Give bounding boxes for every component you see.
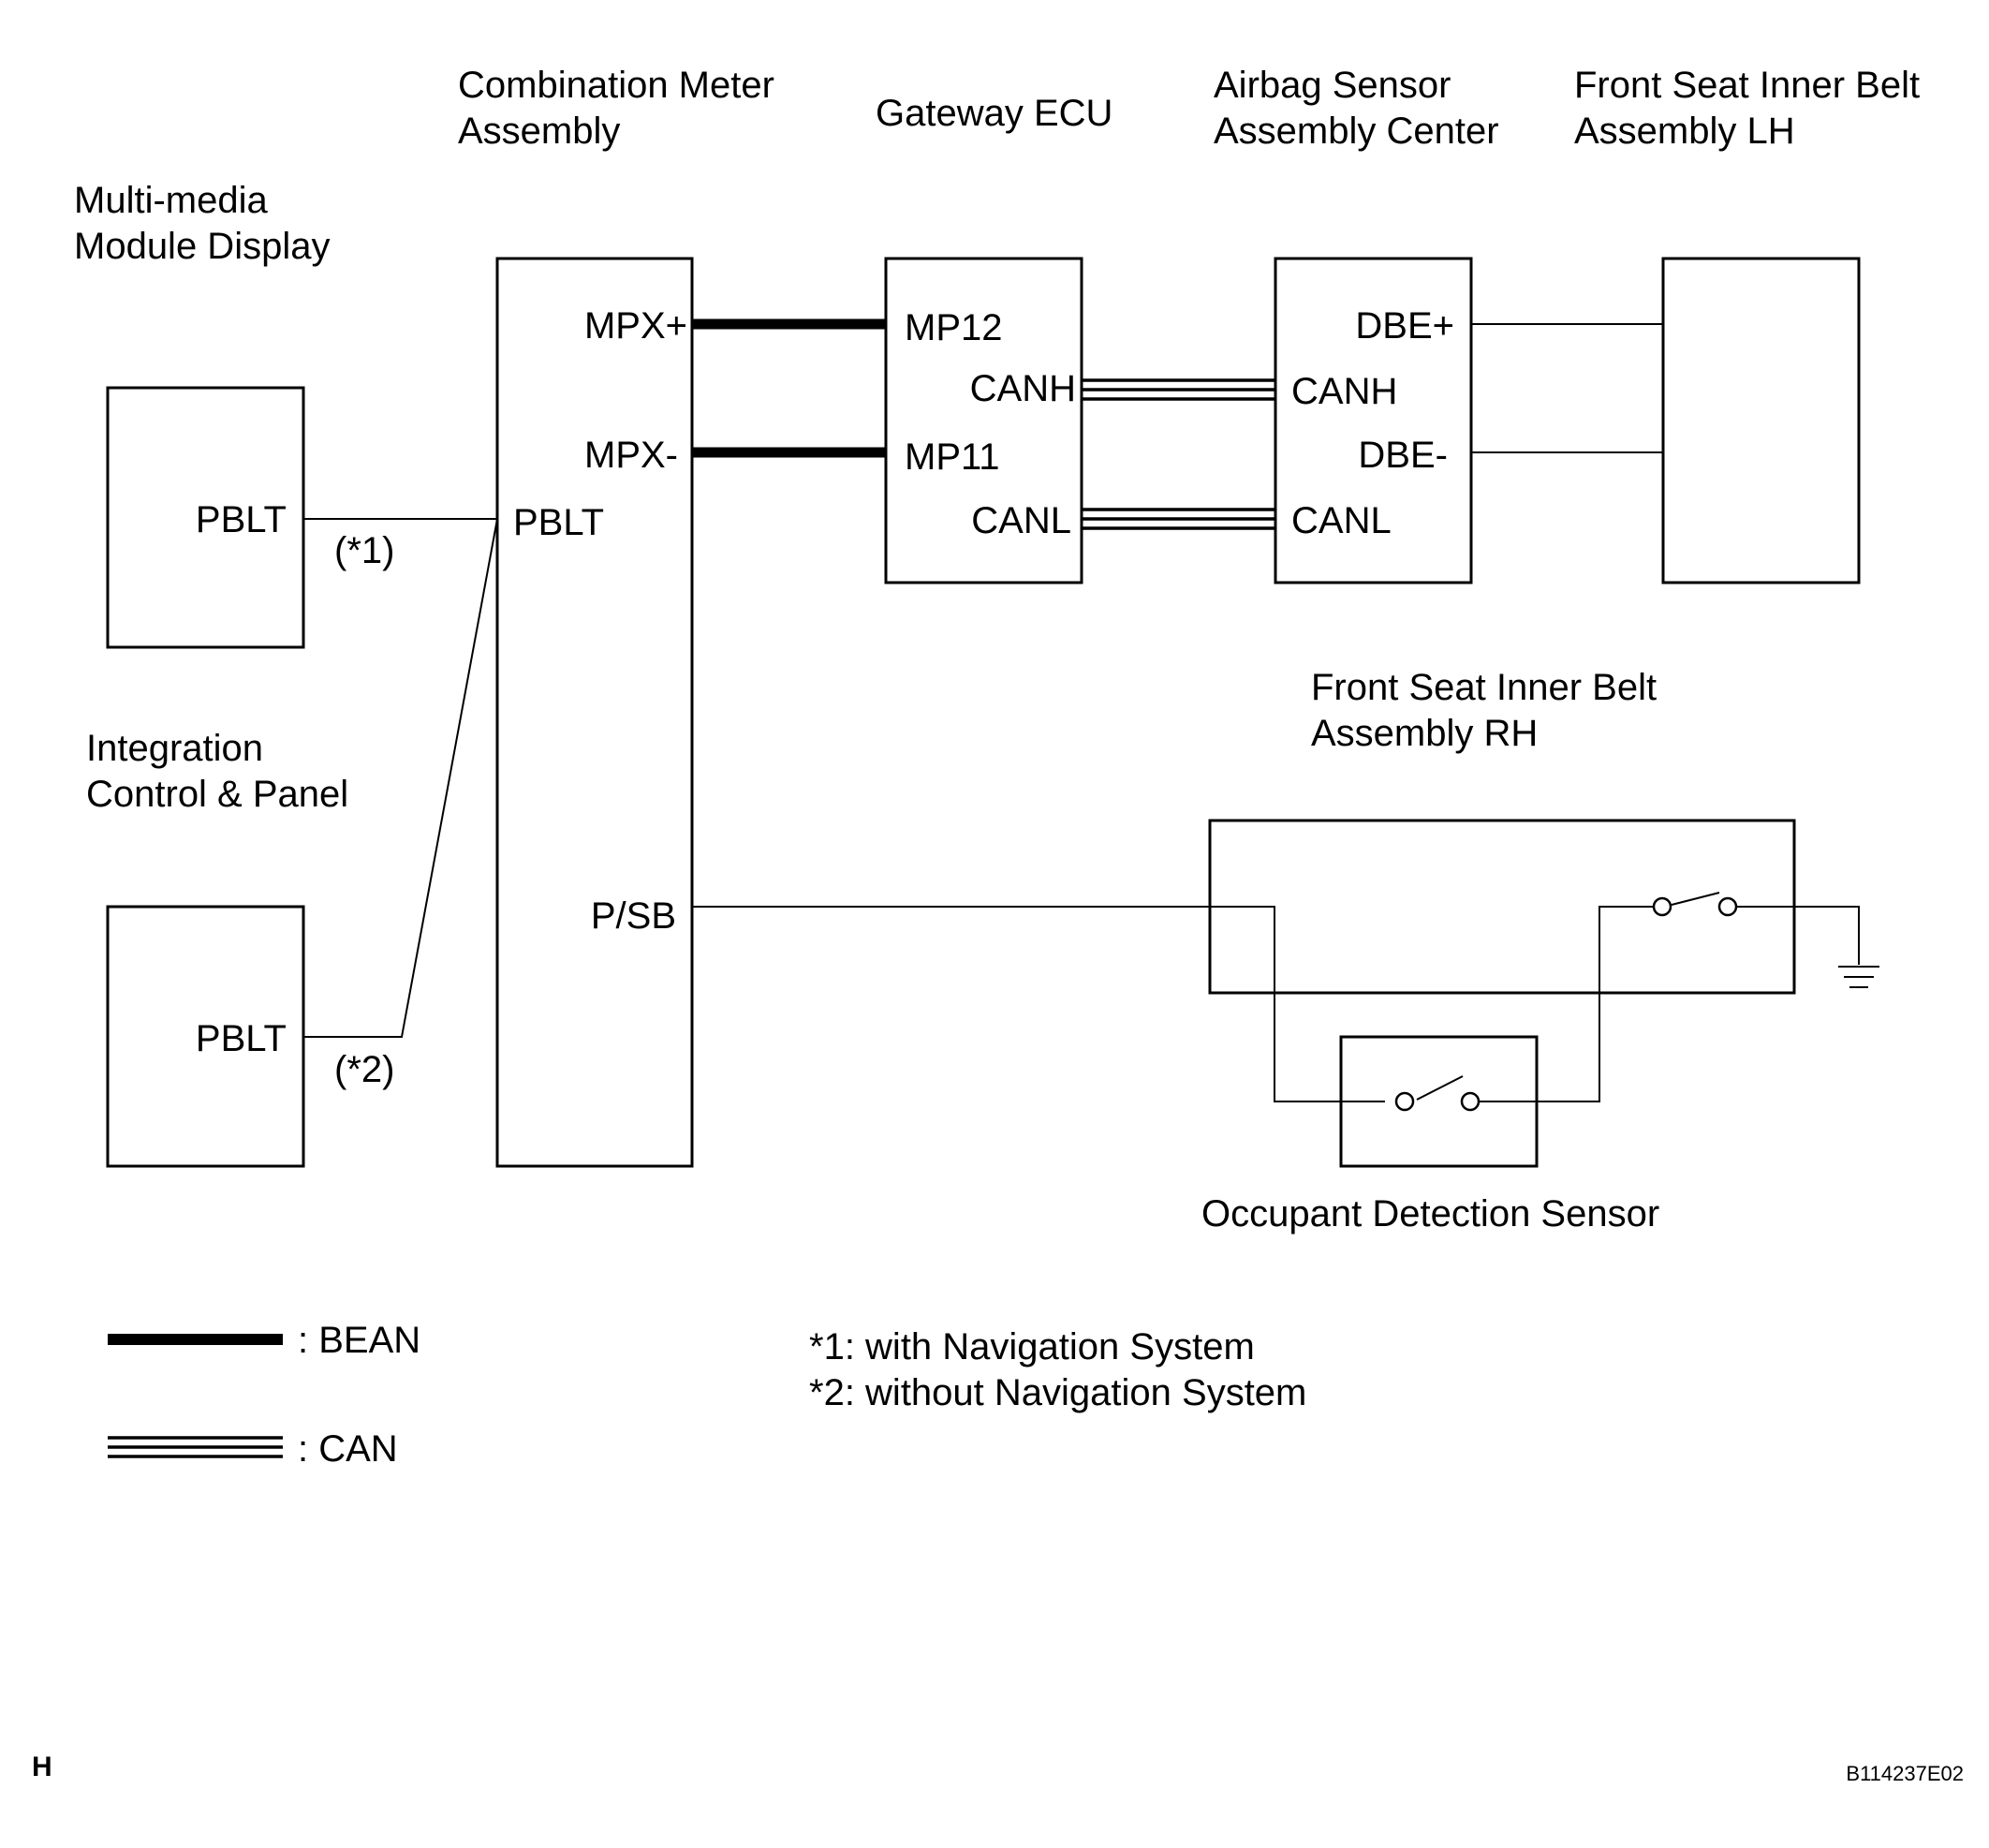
- figure-id: B114237E02: [1846, 1762, 1964, 1785]
- legend-can-label: : CAN: [298, 1428, 398, 1470]
- belt-rh-title: Front Seat Inner Belt Assembly RH: [1311, 667, 1657, 754]
- ground-wire: [1736, 906, 1860, 965]
- occupant-switch-terminal-right: [1460, 1091, 1481, 1112]
- wire-note-1: (*1): [334, 530, 394, 571]
- footnote-2: *2: without Navigation System: [809, 1372, 1306, 1413]
- airbag-sensor-title-line-2: Assembly Center: [1214, 111, 1499, 152]
- occupant-switch-blade: [1416, 1075, 1464, 1101]
- gateway-ecu-box: [884, 257, 1083, 584]
- footnote-1: *1: with Navigation System: [809, 1326, 1255, 1368]
- gateway-mp12-pin: MP12: [905, 307, 1003, 348]
- multimedia-display-title: Multi-media Module Display: [74, 180, 330, 267]
- combination-meter-title-line-1: Combination Meter: [458, 65, 774, 106]
- legend-bean-label: : BEAN: [298, 1320, 420, 1361]
- occupant-switch-terminal-left: [1394, 1091, 1415, 1112]
- integration-panel-title: Integration Control & Panel: [86, 728, 348, 815]
- belt-rh-title-line-2: Assembly RH: [1311, 713, 1538, 754]
- corner-mark: H: [32, 1752, 52, 1782]
- occupant-to-belt-switch-wire: [1479, 906, 1654, 1102]
- belt-rh-box: [1208, 819, 1796, 995]
- legend-can-swatch: [108, 1436, 283, 1458]
- wire-note-2: (*2): [334, 1049, 394, 1090]
- airbag-dbe-plus-pin: DBE+: [1355, 305, 1454, 347]
- belt-lh-title: Front Seat Inner Belt Assembly LH: [1574, 65, 1920, 152]
- belt-switch-blade: [1671, 892, 1720, 906]
- meter-psb-pin: P/SB: [591, 895, 676, 937]
- gateway-canh-pin: CANH: [970, 368, 1076, 409]
- airbag-sensor-title-line-1: Airbag Sensor: [1214, 65, 1451, 106]
- meter-mpx-plus-pin: MPX+: [584, 305, 687, 347]
- combination-meter-title: Combination Meter Assembly: [458, 65, 774, 152]
- multimedia-display-title-line-2: Module Display: [74, 226, 330, 267]
- multimedia-display-box: [106, 386, 305, 649]
- pblt-wire-integration: [303, 518, 498, 1038]
- belt-rh-title-line-1: Front Seat Inner Belt: [1311, 667, 1657, 708]
- airbag-sensor-box: [1274, 257, 1473, 584]
- belt-lh-box: [1661, 257, 1861, 584]
- airbag-sensor-title: Airbag Sensor Assembly Center: [1214, 65, 1499, 152]
- integration-panel-title-line-2: Control & Panel: [86, 774, 348, 815]
- belt-lh-title-line-1: Front Seat Inner Belt: [1574, 65, 1920, 106]
- gateway-canl-pin: CANL: [971, 500, 1071, 541]
- combination-meter-title-line-2: Assembly: [458, 111, 620, 152]
- integration-pblt-pin: PBLT: [196, 1018, 287, 1059]
- can-line-canh: [1082, 378, 1275, 401]
- integration-panel-title-line-1: Integration: [86, 728, 263, 769]
- can-line-canl: [1082, 508, 1275, 530]
- belt-switch-terminal-left: [1652, 896, 1672, 917]
- ground-icon: [1838, 966, 1879, 988]
- belt-switch-terminal-right: [1717, 896, 1738, 917]
- airbag-dbe-minus-pin: DBE-: [1358, 435, 1448, 476]
- multimedia-pblt-pin: PBLT: [196, 499, 287, 540]
- combination-meter-box: [495, 257, 694, 1168]
- psb-wire: [692, 906, 1385, 1102]
- occupant-sensor-title: Occupant Detection Sensor: [1201, 1193, 1659, 1234]
- airbag-canl-pin: CANL: [1291, 500, 1392, 541]
- belt-lh-title-line-2: Assembly LH: [1574, 111, 1795, 152]
- multimedia-display-title-line-1: Multi-media: [74, 180, 268, 221]
- airbag-canh-pin: CANH: [1291, 371, 1397, 412]
- gateway-ecu-title: Gateway ECU: [876, 93, 1112, 134]
- meter-pblt-pin: PBLT: [513, 502, 604, 543]
- gateway-mp11-pin: MP11: [905, 436, 1000, 478]
- meter-mpx-minus-pin: MPX-: [584, 435, 678, 476]
